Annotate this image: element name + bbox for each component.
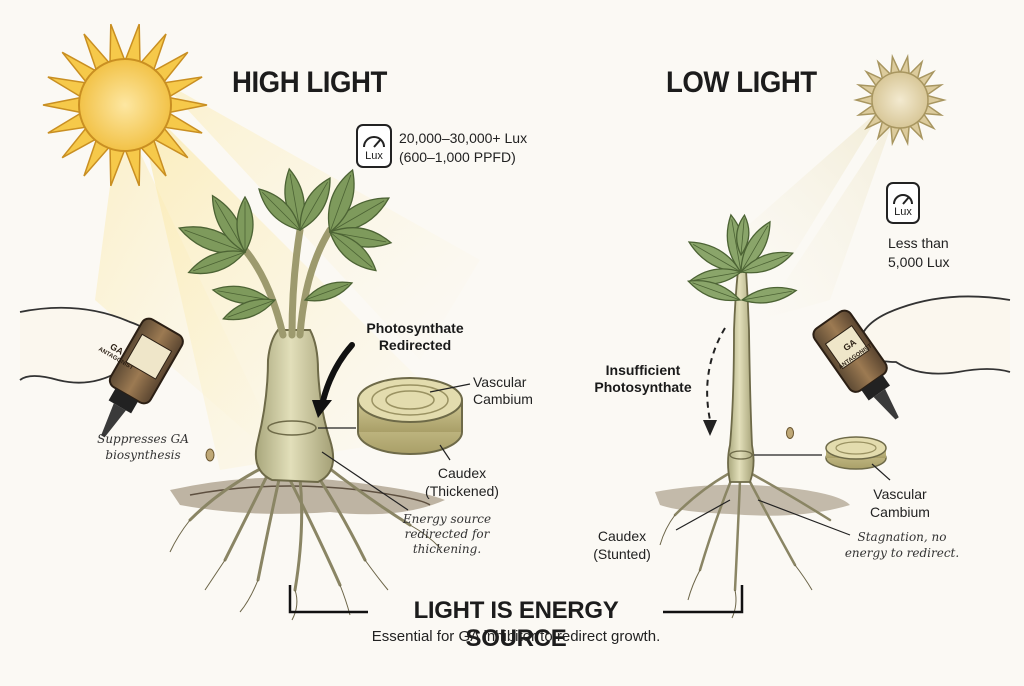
high-ppfd-value: (600–1,000 PPFD) — [399, 149, 516, 165]
leaf-vein — [329, 200, 385, 233]
caudex-ring — [267, 420, 317, 436]
leaf-vein — [299, 181, 328, 231]
energy-note-1: Energy source — [402, 512, 492, 526]
caudex-high-2: (Thickened) — [425, 483, 499, 499]
high-light-beams — [95, 80, 480, 470]
footer-subtitle: Essential for GA inhibitor to redirect g… — [371, 628, 661, 645]
lux-meter-label: Lux — [365, 150, 383, 162]
caudex-low-1: Caudex — [597, 528, 647, 544]
leaf-vein — [304, 283, 349, 301]
leaf-vein — [740, 218, 745, 256]
sun-bright-disc — [78, 58, 172, 152]
high-stems — [241, 226, 334, 339]
high-leader-lines — [318, 383, 471, 511]
low-lux-line2: 5,000 Lux — [888, 254, 950, 270]
high-roots — [188, 463, 412, 592]
lux-meter-low-icon — [886, 182, 920, 224]
stagnation-note-1: Stagnation, no — [857, 530, 947, 544]
insufficient-label-1: Insufficient — [605, 362, 681, 378]
leaf-vein — [227, 299, 276, 318]
leaf-vein — [184, 229, 246, 253]
sun-dim-disc — [871, 71, 929, 129]
leaf-vein — [214, 200, 246, 253]
vascular-low-2: Cambium — [870, 504, 930, 520]
high-lux-value: 20,000–30,000+ Lux — [399, 130, 528, 146]
vascular-disc-high — [357, 377, 463, 455]
vascular-disc-low — [825, 436, 887, 470]
leaf-vein — [289, 173, 301, 231]
caudex-low-2: (Stunted) — [593, 546, 651, 562]
high-leaves — [177, 167, 393, 321]
leaf-vein — [217, 290, 271, 301]
photosynthate-label-1: Photosynthate — [366, 320, 464, 336]
leaf-vein — [692, 282, 741, 301]
photosynthate-label-2: Redirected — [378, 337, 452, 353]
insufficient-arrow — [706, 327, 726, 421]
suppress-note-1: Suppresses GA — [97, 432, 189, 446]
leaf-vein — [731, 219, 742, 273]
leaf-vein — [329, 231, 373, 268]
vascular-high-2: Cambium — [473, 391, 533, 407]
leaf-vein — [741, 290, 792, 301]
high-soil — [170, 477, 445, 515]
leaf-vein — [261, 191, 301, 231]
low-roots — [673, 472, 832, 592]
stagnation-note-2: energy to redirect. — [844, 546, 960, 560]
caudex-thin-ring — [729, 450, 753, 460]
energy-note-3: thickening. — [412, 542, 482, 556]
leaf-vein — [329, 174, 352, 233]
low-soil — [655, 484, 850, 516]
drop-low — [786, 427, 794, 439]
lux-meter-low-label: Lux — [894, 206, 912, 218]
redirect-arrowhead — [312, 400, 332, 418]
low-light-title: LOW LIGHT — [666, 66, 817, 99]
low-leaves — [686, 213, 798, 304]
leaf-vein — [692, 244, 742, 273]
leaf-vein — [740, 225, 769, 273]
low-root-hairs — [659, 514, 813, 619]
low-leader-lines — [675, 454, 891, 536]
caudex-high-1: Caudex — [437, 465, 487, 481]
low-lux-line1: Less than — [888, 235, 949, 251]
redirect-arrow — [319, 342, 355, 408]
low-light-beams — [720, 105, 895, 320]
energy-note-2: redirected for — [404, 527, 490, 541]
leaf-vein — [192, 251, 246, 272]
insufficient-label-2: Photosynthate — [594, 379, 692, 395]
leaf-vein — [740, 254, 789, 273]
drop-high — [205, 448, 215, 462]
vascular-low-1: Vascular — [873, 486, 927, 502]
suppress-note-2: biosynthesis — [105, 448, 181, 462]
footer-title: LIGHT IS ENERGY SOURCE — [413, 597, 619, 652]
dropper-bottle-high-icon — [101, 317, 184, 438]
high-light-title: HIGH LIGHT — [232, 66, 387, 99]
vascular-high-1: Vascular — [473, 374, 527, 390]
lux-meter-icon — [356, 124, 392, 168]
insufficient-arrowhead — [703, 420, 717, 436]
footer-bracket — [288, 585, 744, 614]
dropper-bottle-low-icon — [812, 309, 899, 420]
leaf-vein — [693, 271, 742, 281]
